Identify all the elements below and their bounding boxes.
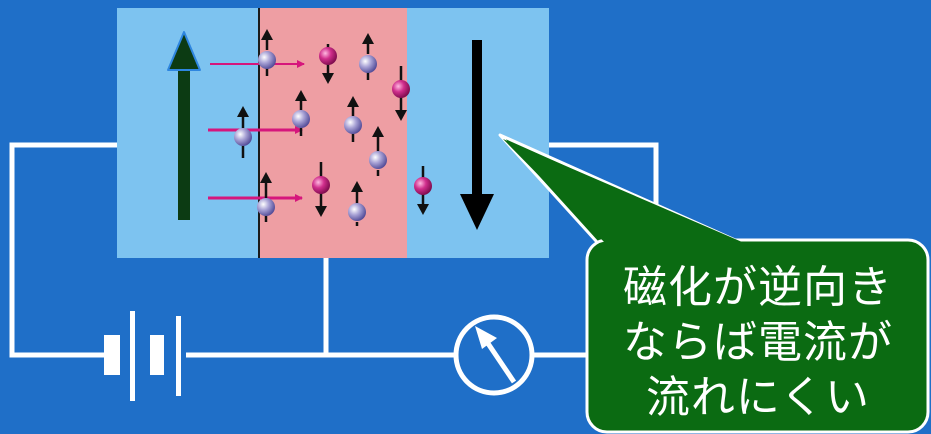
callout-line-1: 磁化が逆向き [623,261,893,313]
battery-cell-left [104,335,120,375]
wire-left-loop [9,142,117,358]
electron-spin-up [348,181,366,226]
electron-spin-down [392,66,410,121]
electron-spin-up [258,29,276,76]
electron-spin-up [292,90,310,136]
magnetization-arrow-up [167,31,201,220]
electron-spin-up [344,96,362,142]
battery-plate-short [176,316,181,396]
electron-spin-up [359,33,377,80]
electron-spin-down [312,162,330,217]
ammeter-needle [482,337,517,384]
ammeter-icon [453,314,535,396]
battery-cell-mid [150,335,164,375]
callout-line-2: ならば電流が [623,316,893,368]
electron-spin-up [234,106,252,158]
electron-spin-down [414,166,432,215]
battery-icon [104,311,181,401]
ammeter-dial [453,314,535,396]
spacer-layer [259,8,407,258]
callout-body [585,238,930,434]
battery-plate-long [130,311,135,401]
electron-spin-down [319,44,337,84]
magnetization-arrow-down [460,40,494,230]
electron-spin-up [369,126,387,176]
callout-line-3: 流れにくい [645,371,871,423]
callout-bubble [498,133,930,434]
electron-spin-up [257,172,275,222]
ammeter-needle-head [475,326,497,349]
callout-pointer-cover [503,139,756,248]
callout-text: 磁化が逆向き ならば電流が 流れにくい [594,254,922,430]
electrons [234,29,432,226]
injection-arrows [208,60,305,202]
